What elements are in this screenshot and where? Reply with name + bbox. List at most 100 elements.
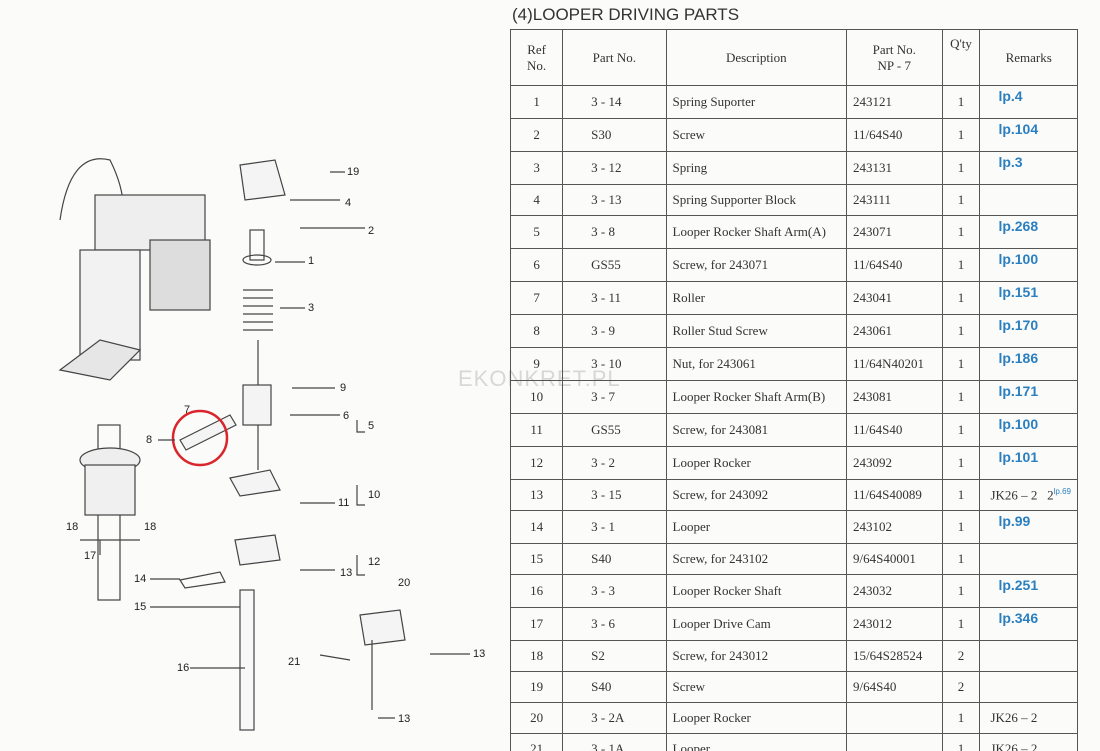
part-no-cell: 3 - 3 [562, 574, 667, 608]
remarks-cell [979, 671, 1078, 703]
ref-cell: 11 [509, 413, 564, 447]
qty-cell: 1 [941, 574, 981, 608]
description-cell: Roller [665, 281, 848, 315]
page-link[interactable]: lp.3 [998, 154, 1023, 170]
qty-cell: 1 [941, 85, 981, 119]
part-no-cell: 3 - 9 [562, 314, 667, 348]
part-no-cell: S30 [562, 118, 667, 152]
description-cell: Screw, for 243071 [665, 248, 848, 282]
part-no-cell: 3 - 14 [562, 85, 667, 119]
part-no-cell: S40 [562, 543, 667, 575]
qty-cell: 1 [941, 479, 981, 511]
callout-number: 9 [340, 382, 347, 394]
remarks-cell: lp.3 [979, 151, 1078, 185]
callout-number: 7 [184, 404, 191, 416]
part-no-cell: 3 - 1A [562, 733, 667, 751]
qty-cell: 1 [941, 446, 981, 480]
ref-cell: 12 [509, 446, 564, 480]
page-link[interactable]: lp.100 [998, 251, 1039, 267]
page-link[interactable]: lp.151 [998, 284, 1039, 300]
callout-number: 6 [343, 410, 350, 422]
callout-number: 15 [134, 601, 147, 613]
ref-cell: 14 [509, 510, 564, 544]
qty-cell: 1 [941, 702, 981, 734]
description-cell: Looper Rocker Shaft Arm(B) [665, 380, 848, 414]
np7-part-no-cell: 243041 [846, 281, 943, 315]
callout-number: 13 [473, 648, 486, 660]
page-link[interactable]: lp.171 [998, 383, 1039, 399]
page-link[interactable]: lp.99 [998, 513, 1031, 529]
np7-part-no-cell: 243131 [846, 151, 943, 185]
page-link[interactable]: lp.186 [998, 350, 1039, 366]
np7-part-no-cell: 243121 [846, 85, 943, 119]
description-cell: Looper Rocker [665, 702, 848, 734]
page-link[interactable]: lp.69 [1053, 486, 1071, 496]
part-no-cell: S2 [562, 640, 667, 672]
callout-number: 12 [368, 556, 381, 568]
remarks-cell: lp.268 [979, 215, 1078, 249]
callout-number: 2 [368, 225, 375, 237]
ref-cell: 15 [509, 543, 564, 575]
page-link[interactable]: lp.251 [998, 577, 1039, 593]
qty-cell: 1 [941, 347, 981, 381]
qty-cell: 1 [941, 184, 981, 216]
remark-text: JK26 – 2 [990, 741, 1038, 751]
page-link[interactable]: lp.268 [998, 218, 1039, 234]
page-link[interactable]: lp.101 [998, 449, 1039, 465]
page-link[interactable]: lp.100 [998, 416, 1039, 432]
exploded-parts-diagram [58, 158, 470, 731]
remarks-cell: lp.186 [979, 347, 1078, 381]
description-cell: Screw [665, 118, 848, 152]
page-link[interactable]: lp.170 [998, 317, 1039, 333]
ref-cell: 17 [509, 607, 564, 641]
description-cell: Looper Rocker [665, 446, 848, 480]
callout-number: 18 [66, 521, 79, 533]
part-no-cell: 3 - 1 [562, 510, 667, 544]
np7-part-no-cell: 11/64S40 [846, 413, 943, 447]
ref-cell: 13 [509, 479, 564, 511]
ref-cell: 18 [509, 640, 564, 672]
page-link[interactable]: lp.104 [998, 121, 1039, 137]
qty-cell: 1 [941, 543, 981, 575]
header-qty: Q'ty [941, 29, 981, 86]
qty-cell: 1 [941, 733, 981, 751]
description-cell: Looper Rocker Shaft Arm(A) [665, 215, 848, 249]
ref-cell: 9 [509, 347, 564, 381]
callout-number: 21 [288, 656, 301, 668]
header-part-no: Part No. [562, 29, 667, 86]
table-header-row: Ref No. Part No. Description Part No.NP … [509, 29, 1078, 86]
np7-part-no-cell: 243061 [846, 314, 943, 348]
description-cell: Screw, for 243012 [665, 640, 848, 672]
qty-cell: 1 [941, 151, 981, 185]
description-cell: Spring Supporter Block [665, 184, 848, 216]
ref-cell: 16 [509, 574, 564, 608]
part-no-cell: 3 - 6 [562, 607, 667, 641]
part-no-cell: 3 - 12 [562, 151, 667, 185]
header-description: Description [665, 29, 848, 86]
description-cell: Spring Suporter [665, 85, 848, 119]
part-no-cell: 3 - 2 [562, 446, 667, 480]
page-link[interactable]: lp.4 [998, 88, 1023, 104]
callout-number: 4 [345, 197, 352, 209]
page-link[interactable]: lp.346 [998, 610, 1039, 626]
qty-cell: 2 [941, 640, 981, 672]
ref-cell: 6 [509, 248, 564, 282]
ref-cell: 8 [509, 314, 564, 348]
description-cell: Looper [665, 733, 848, 751]
callout-number: 20 [398, 577, 411, 589]
remarks-cell: lp.100 [979, 248, 1078, 282]
np7-part-no-cell: 243032 [846, 574, 943, 608]
remarks-cell [979, 543, 1078, 575]
remarks-cell: lp.170 [979, 314, 1078, 348]
part-no-cell: 3 - 13 [562, 184, 667, 216]
remarks-cell: lp.100 [979, 413, 1078, 447]
np7-part-no-cell: 9/64S40001 [846, 543, 943, 575]
description-cell: Screw, for 243102 [665, 543, 848, 575]
